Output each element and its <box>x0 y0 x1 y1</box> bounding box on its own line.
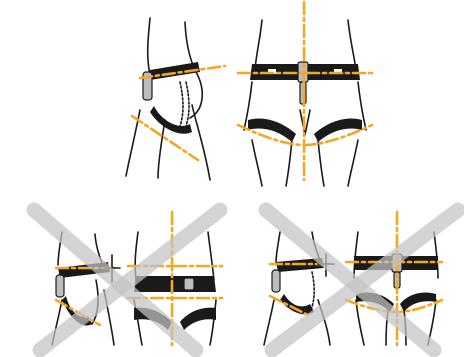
mis-side-leg-a <box>264 300 274 345</box>
rear-elastic <box>186 82 189 126</box>
back-leg-1 <box>252 140 262 186</box>
back-leg-4 <box>348 140 358 186</box>
loose-back-r <box>208 232 214 280</box>
back-view-figure <box>238 2 372 186</box>
back-leg-3 <box>318 140 324 186</box>
cross-out-icon-2 <box>266 210 458 350</box>
leg-back <box>158 120 165 178</box>
loose-back-belt <box>134 276 216 292</box>
rear-elastic-2 <box>180 82 183 126</box>
back-torso-left <box>255 20 262 70</box>
loose-back-buckle <box>184 278 194 290</box>
back-torso-right <box>348 20 356 70</box>
panel-incorrect-fit-loose <box>34 210 222 350</box>
side-view-figure <box>126 18 225 180</box>
torso-outline-left <box>148 18 150 75</box>
back-leg-2 <box>286 140 292 186</box>
loose-back-legloop-r <box>180 308 216 330</box>
mis-side-torso-l <box>276 232 280 262</box>
loose-buckle <box>56 275 64 297</box>
leg-loop <box>150 106 192 134</box>
panel-correct-fit <box>126 2 372 186</box>
panel-incorrect-fit-misaligned <box>264 210 458 350</box>
loose-back-leg-2 <box>210 300 216 345</box>
mis-back-r <box>434 232 438 278</box>
mis-legloop-guide <box>270 296 310 316</box>
mis-back-l <box>354 232 358 278</box>
back-legloop-left <box>248 119 296 142</box>
mis-buckle <box>272 270 280 292</box>
leg-rear <box>192 105 210 180</box>
butt-curve <box>190 72 202 118</box>
